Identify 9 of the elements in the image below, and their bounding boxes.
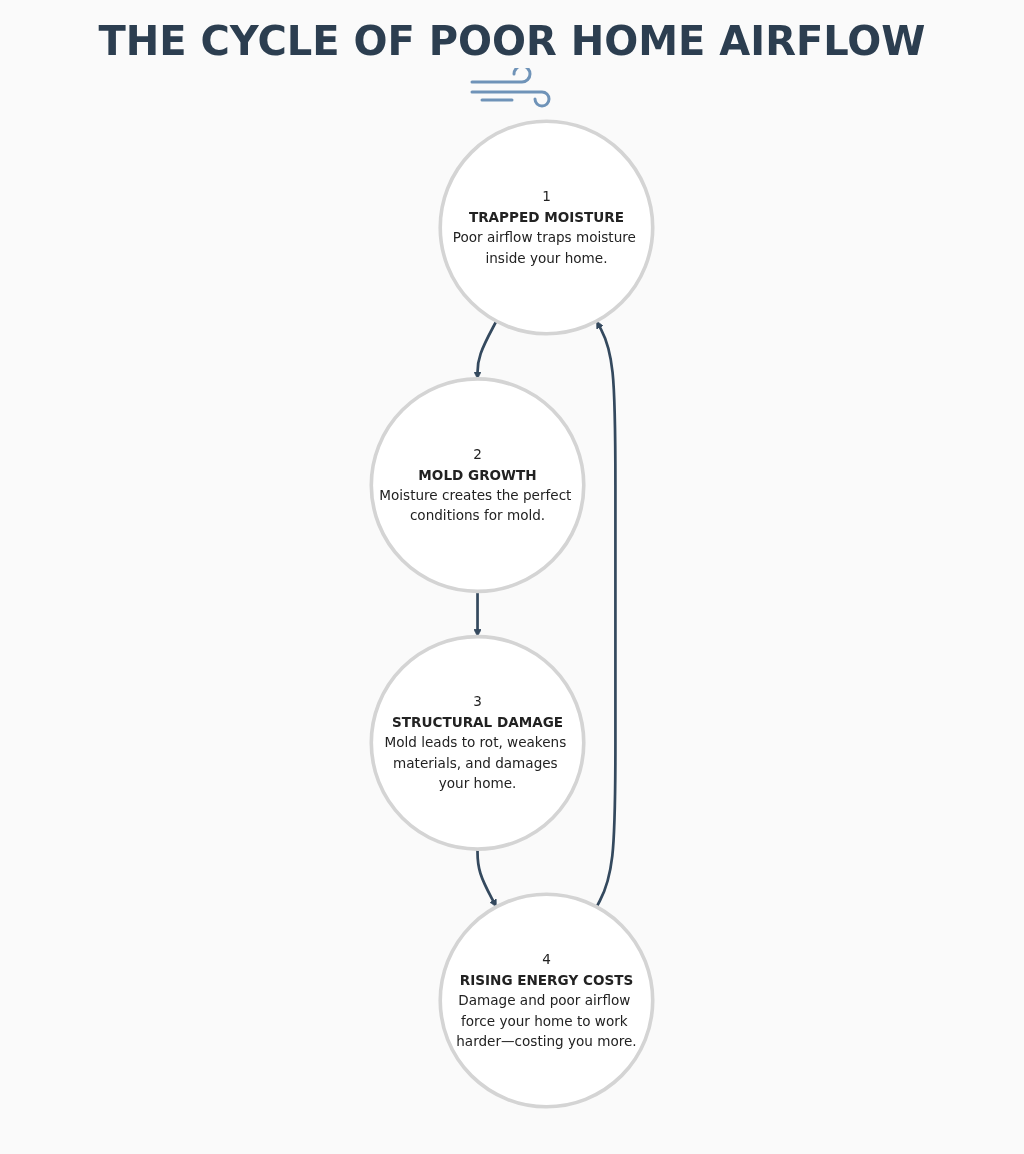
arrow	[473, 591, 482, 637]
arrow	[595, 320, 617, 908]
node-circle: 1 TRAPPED MOISTURE Poor airflow traps moisture inside your home.	[438, 119, 655, 336]
arrow	[473, 320, 498, 380]
node-circle: 2 MOLD GROWTH Moisture creates the perfect conditions for mold.	[369, 377, 586, 594]
node-circle: 4 RISING ENERGY COSTS Damage and poor airflow force your home to work harder—costing you more.	[438, 892, 655, 1109]
diagram-title: THE CYCLE OF POOR HOME AIRFLOW	[98, 18, 926, 64]
arrow	[476, 849, 497, 908]
node-circle: 3 STRUCTURAL DAMAGE Mold leads to rot, weakens materials, and damages your home.	[369, 634, 586, 851]
